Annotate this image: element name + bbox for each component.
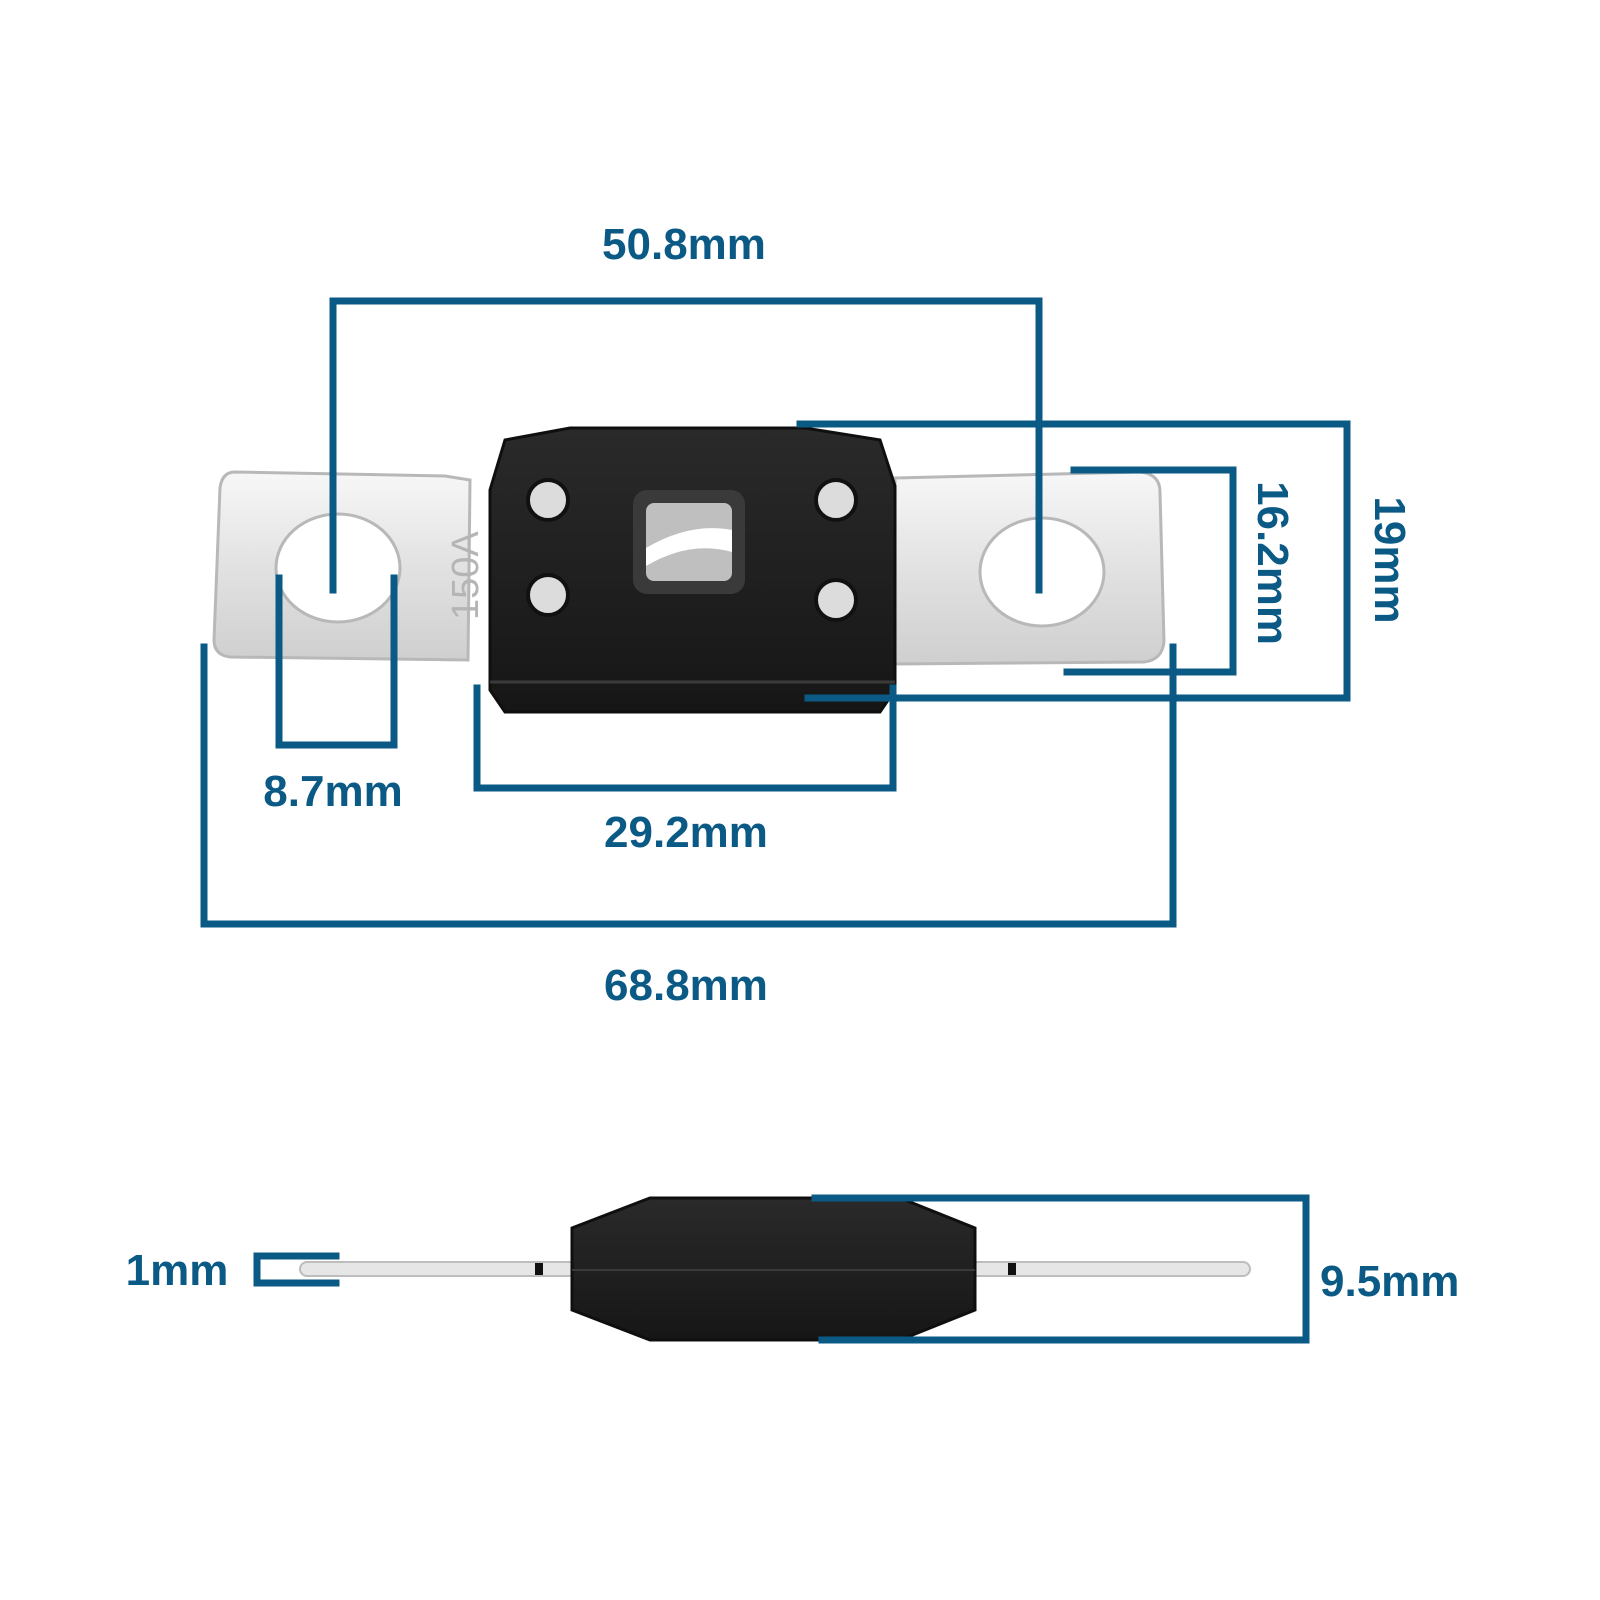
- label-hole-diameter: 8.7mm: [263, 767, 402, 816]
- dimension-labels: 50.8mm 19mm 16.2mm 8.7mm 29.2mm 68.8mm 1…: [126, 220, 1460, 1306]
- fuse-element: [646, 528, 732, 566]
- label-overall-height: 19mm: [1365, 496, 1414, 623]
- label-overall-length: 68.8mm: [604, 961, 768, 1010]
- body-length-bracket: [473, 684, 897, 792]
- overall-length-bracket: [200, 643, 1177, 928]
- fuse-side-view: [299, 1196, 1251, 1342]
- body-thickness-bracket: [811, 1194, 1310, 1344]
- side-terminal-dark-right: [1008, 1263, 1016, 1275]
- label-body-length: 29.2mm: [604, 808, 768, 857]
- fuse-top-view: 150A: [212, 426, 1166, 714]
- rivet-bottom-left: [526, 573, 570, 617]
- label-terminal-thickness: 1mm: [126, 1246, 229, 1295]
- overall-height-bracket: [796, 420, 1351, 702]
- rivet-top-right: [814, 478, 858, 522]
- terminal-height-bracket: [1063, 466, 1237, 676]
- hole-diameter-bracket: [275, 574, 398, 749]
- left-mounting-hole: [274, 512, 402, 624]
- hole-spacing-bracket: [329, 297, 1043, 594]
- label-terminal-height: 16.2mm: [1248, 481, 1297, 645]
- dimension-lines: [200, 297, 1351, 1344]
- rating-stamp: 150A: [445, 531, 487, 620]
- label-body-thickness: 9.5mm: [1320, 1257, 1459, 1306]
- rivet-top-left: [526, 478, 570, 522]
- side-terminal-dark-left: [535, 1263, 543, 1275]
- terminal-thickness-bracket: [253, 1252, 340, 1287]
- rivet-bottom-right: [814, 578, 858, 622]
- label-hole-spacing: 50.8mm: [602, 220, 766, 269]
